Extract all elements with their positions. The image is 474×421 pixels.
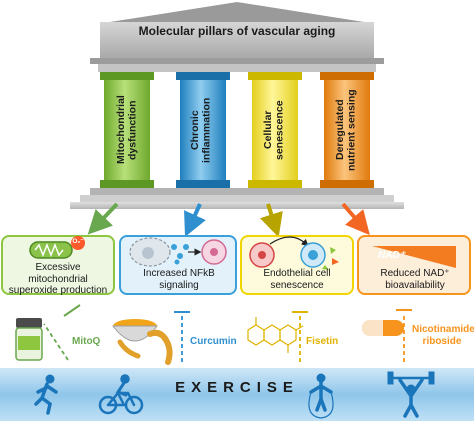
inhibit-line-curcumin — [174, 311, 190, 362]
pillar-label-inflammation: Chronic inflammation — [189, 97, 213, 163]
inhibit-line-mitoq — [43, 304, 81, 361]
mitochondrion-icon — [29, 241, 73, 259]
running-icon — [34, 374, 58, 415]
box-text-senescence: Endothelial cell senescence — [263, 268, 331, 291]
intervention-fisetin: Fisetin — [306, 336, 339, 347]
molecule-structure-icon — [247, 317, 304, 353]
pillar-senescence — [248, 72, 302, 188]
temple-roof — [90, 2, 384, 72]
intervention-curcumin: Curcumin — [190, 336, 237, 347]
box-text-nad: Reduced NAD⁺ bioavailability — [380, 268, 450, 291]
pill-bottle-icon — [15, 318, 43, 361]
jump-rope-icon — [308, 373, 334, 419]
inhibit-line-nr — [396, 309, 412, 362]
capsule-icon — [362, 320, 404, 336]
exercise-label: EXERCISE — [175, 379, 299, 396]
arrow-inflammation — [184, 203, 206, 237]
pillar-nutrient — [320, 72, 374, 188]
pillar-inflammation — [176, 72, 230, 188]
intervention-mitoq: MitoQ — [72, 336, 101, 347]
superoxide-badge — [71, 236, 85, 250]
box-text-mito: Excessive mitochondrial superoxide produ… — [8, 262, 108, 296]
weightlifting-icon — [387, 371, 435, 418]
cycling-icon — [98, 374, 144, 415]
box-text-nfkb: Increased NFkB signaling — [143, 268, 215, 291]
superoxide-label: O₂⁻ — [72, 238, 84, 245]
pillar-mitochondrial — [100, 72, 154, 188]
temple-base — [70, 188, 404, 209]
arrow-mito — [87, 202, 119, 235]
pillar-label-nutrient: Deregulated nutrient sensing — [334, 89, 358, 171]
senescent-cell-icon — [249, 236, 339, 270]
nad-label: NAD⁺ — [378, 250, 405, 261]
pillar-label-mito: Mitochondrial dysfunction — [115, 95, 139, 165]
inhibit-line-fisetin — [292, 311, 308, 362]
intervention-nr: Nicotinamide riboside — [412, 324, 474, 347]
decline-triangle-icon — [372, 246, 456, 268]
arrow-nutrient — [341, 202, 370, 236]
inflamed-cell-icon — [129, 237, 227, 267]
turmeric-bowl-icon — [112, 319, 173, 365]
pillar-label-senescence: Cellular senescence — [262, 100, 286, 160]
diagram-title: Molecular pillars of vascular aging — [138, 24, 336, 38]
arrow-senescence — [259, 203, 283, 238]
